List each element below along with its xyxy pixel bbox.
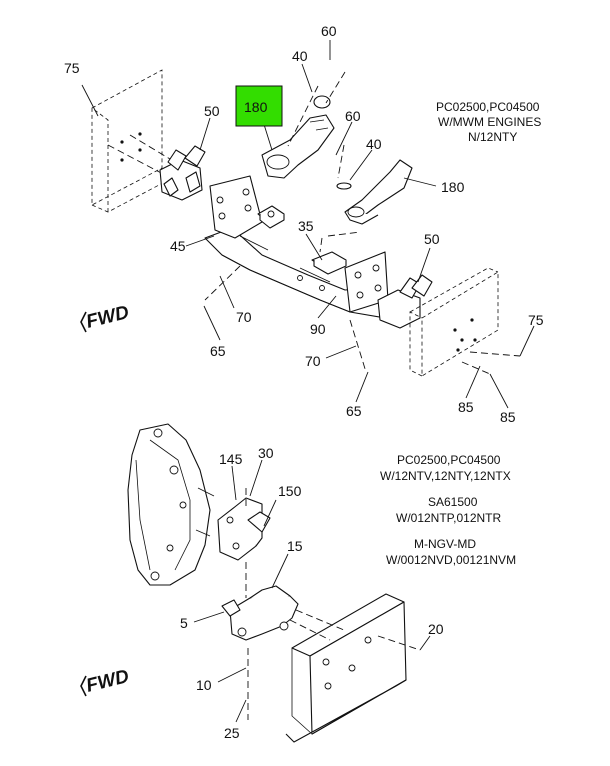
callout-15: 15 <box>287 538 303 554</box>
left-mounting-plate <box>91 69 186 213</box>
lower-note-2-line-2: W/012NTP,012NTR <box>396 511 501 525</box>
callout-180-highlighted: 180 <box>244 99 268 115</box>
callout-20: 20 <box>428 621 444 637</box>
callout-180-right: 180 <box>441 179 465 195</box>
lower-note-1-line-2: W/12NTV,12NTY,12NTX <box>380 469 511 483</box>
callout-145: 145 <box>219 451 243 467</box>
callout-150: 150 <box>278 483 302 499</box>
callout-60-top: 60 <box>321 23 337 39</box>
callout-90: 90 <box>310 321 326 337</box>
lower-note-3-line-2: W/0012NVD,00121NVM <box>386 553 516 567</box>
upper-note-line-1: PC02500,PC04500 <box>436 100 540 114</box>
washer-left <box>313 95 331 109</box>
washer-right <box>336 182 352 190</box>
lower-note-1-line-1: PC02500,PC04500 <box>397 453 501 467</box>
callout-70-right: 70 <box>305 353 321 369</box>
callout-50-right: 50 <box>424 231 440 247</box>
callout-75-left: 75 <box>64 60 80 76</box>
fwd-label-upper: FWD <box>84 302 131 333</box>
engine-mount-bracket-left <box>261 114 335 179</box>
lower-note-3-line-1: M-NGV-MD <box>414 537 476 551</box>
upper-note-line-3: N/12NTY <box>468 130 517 144</box>
fwd-label-lower: FWD <box>84 666 131 697</box>
callout-5: 5 <box>180 615 188 631</box>
callout-65-left: 65 <box>210 343 226 359</box>
callout-65-right: 65 <box>346 403 362 419</box>
left-isolator <box>159 145 206 201</box>
lower-note-2-line-1: SA61500 <box>428 495 478 509</box>
callout-25: 25 <box>224 725 240 741</box>
callout-35: 35 <box>298 218 314 234</box>
engine-housing <box>127 423 215 586</box>
fwd-indicator-upper: FWD <box>80 302 131 333</box>
right-pad <box>311 251 347 275</box>
right-isolator <box>377 274 433 329</box>
right-mounting-plate <box>409 267 499 377</box>
callout-40-top: 40 <box>292 48 308 64</box>
callout-70-left: 70 <box>236 309 252 325</box>
crossmember <box>204 175 396 319</box>
callout-75-right: 75 <box>528 312 544 328</box>
highlighted-callout-box <box>235 85 283 127</box>
housing-bracket <box>217 497 271 561</box>
engine-mount-bracket-right <box>344 159 413 225</box>
lower-assembly: 145 30 150 15 5 20 10 25 PC02500,PC04500… <box>80 423 516 743</box>
upper-note-line-2: W/MWM ENGINES <box>438 115 541 129</box>
frame-rail <box>285 593 407 743</box>
callout-30: 30 <box>258 445 274 461</box>
center-pad <box>257 205 285 229</box>
upper-assembly: 75 50 40 60 180 60 40 180 45 35 50 70 65… <box>64 23 544 425</box>
callout-45: 45 <box>170 238 186 254</box>
callout-85-right: 85 <box>500 409 516 425</box>
callout-10: 10 <box>196 677 212 693</box>
callout-85-left: 85 <box>458 399 474 415</box>
frame-mount-bracket <box>221 585 299 641</box>
callout-40-mid: 40 <box>366 136 382 152</box>
fwd-indicator-lower: FWD <box>80 666 131 697</box>
callout-50-left: 50 <box>204 103 220 119</box>
callout-60-mid: 60 <box>345 108 361 124</box>
